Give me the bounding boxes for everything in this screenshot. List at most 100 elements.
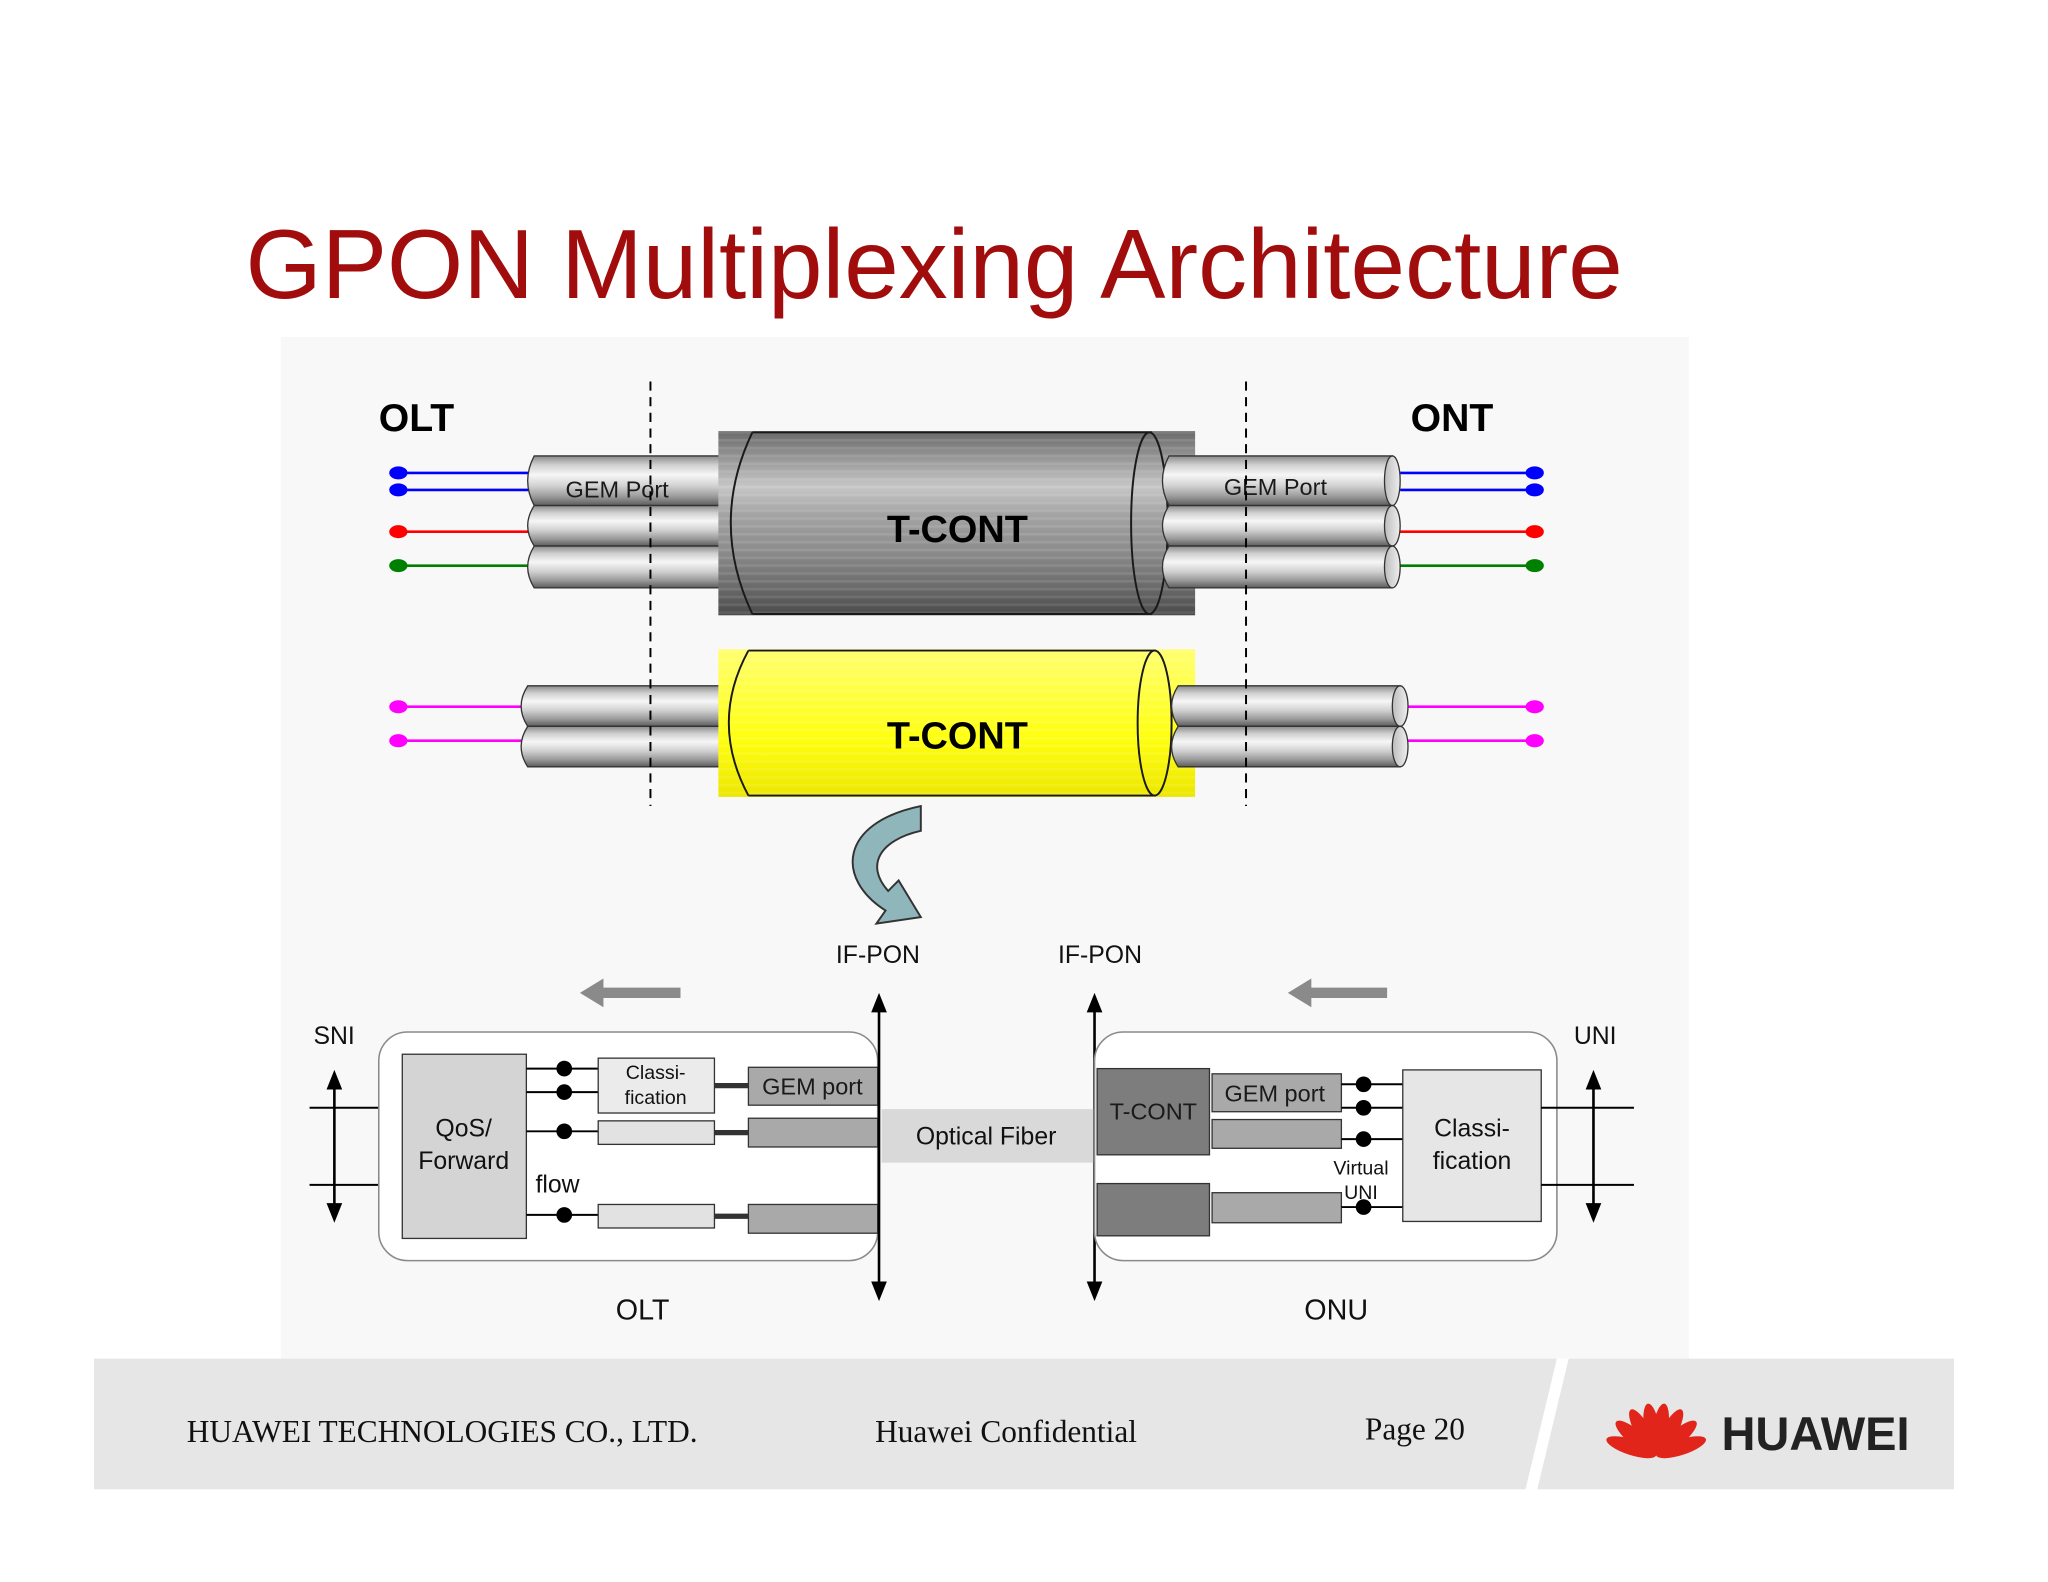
tcont-upper-stripes <box>718 431 1196 616</box>
gem-port-pipe-right-2 <box>1161 504 1393 547</box>
uni-label: UNI <box>1574 1023 1617 1050</box>
gem-port-pipe-right-3-end <box>1383 545 1401 589</box>
curved-down-arrow-icon <box>851 804 923 925</box>
if-pon-left-label: IF-PON <box>836 942 920 969</box>
qos-forward-box <box>401 1053 528 1240</box>
onu-bottom-label: ONU <box>1304 1294 1368 1326</box>
onu-tcont-label: T-CONT <box>1110 1099 1197 1125</box>
olt-flow-dot-1 <box>556 1060 573 1077</box>
fiber-connector-red-right <box>1525 525 1544 539</box>
olt-gem-port-box-2 <box>747 1117 879 1148</box>
gem-port-right-label: GEM Port <box>1224 474 1328 500</box>
gem-port-left-label: GEM Port <box>566 477 670 503</box>
footer-page-number: Page 20 <box>1365 1412 1465 1447</box>
olt-gem-port-box-3 <box>747 1203 879 1234</box>
gem-port-pipe-right-4-end <box>1391 685 1409 727</box>
virtual-uni-label-line-1: Virtual <box>1333 1157 1388 1179</box>
direction-arrow-left-icon <box>579 978 604 1008</box>
qos-forward-label-line-1: QoS/ <box>435 1116 492 1143</box>
onu-tcont-box-1 <box>1096 1067 1211 1156</box>
top-diagram: OLT ONT <box>379 381 1544 807</box>
footer: HUAWEI TECHNOLOGIES CO., LTD. Huawei Con… <box>94 1358 1954 1490</box>
onu-dot-3 <box>1355 1131 1372 1147</box>
olt-flow-dot-2 <box>556 1084 573 1100</box>
slide-title: GPON Multiplexing Architecture <box>246 209 1623 319</box>
olt-classification-label-line-1: Classi- <box>626 1062 686 1084</box>
fiber-connector-green-right <box>1525 559 1544 573</box>
fiber-connector-blue-2-left <box>389 483 408 497</box>
ont-top-label: ONT <box>1411 397 1494 440</box>
footer-band-left <box>94 1358 1557 1490</box>
if-pon-right-arrow-up-icon <box>1086 992 1103 1013</box>
sni-arrow-down-icon <box>326 1203 343 1223</box>
optical-fiber-band <box>881 1109 1094 1163</box>
huawei-logo: HUAWEI <box>1606 1403 1910 1460</box>
onu-dot-1 <box>1355 1076 1372 1093</box>
fiber-connector-blue-1-right <box>1525 466 1544 480</box>
fiber-connector-magenta-1-right <box>1525 700 1544 714</box>
virtual-uni-label-line-2: UNI <box>1344 1182 1378 1204</box>
fiber-connector-magenta-2-left <box>389 734 408 748</box>
olt-flow-dot-4 <box>556 1207 573 1223</box>
olt-flow-bar-3 <box>597 1203 716 1229</box>
if-pon-left-arrow-up-icon <box>871 992 887 1013</box>
onu-classification-box <box>1402 1069 1542 1223</box>
tcont-lower-stripes <box>718 649 1196 797</box>
huawei-logo-petal-8 <box>1656 1436 1706 1459</box>
huawei-logo-text: HUAWEI <box>1721 1407 1909 1460</box>
olt-top-label: OLT <box>379 397 454 440</box>
gem-port-pipe-right-3 <box>1161 545 1393 589</box>
onu-dot-4 <box>1355 1199 1372 1215</box>
olt-flow-label: flow <box>536 1172 580 1199</box>
gem-port-pipe-left-4 <box>520 685 727 727</box>
olt-gem-port-label: GEM port <box>762 1074 863 1100</box>
tcont-lower-left-edge <box>727 650 750 797</box>
fiber-connector-red-left <box>389 525 408 539</box>
if-pon-left-arrow-down-icon <box>871 1281 887 1302</box>
onu-gem-port-box-1 <box>1211 1073 1343 1113</box>
gem-port-pipe-right-1-end <box>1383 455 1401 507</box>
olt-classification-label-line-2: fication <box>625 1087 687 1109</box>
bottom-diagram: IF-PON IF-PON SNI UNI QoS/ Forward flow … <box>309 942 1634 1326</box>
onu-gem-port-box-3 <box>1211 1192 1343 1224</box>
olt-classification-box <box>597 1057 716 1114</box>
optical-fiber-label: Optical Fiber <box>916 1123 1057 1150</box>
if-pon-right-arrow-down-icon <box>1086 1281 1103 1302</box>
gem-port-pipe-left-2 <box>527 504 727 547</box>
direction-arrow-right-icon <box>1287 978 1312 1008</box>
tcont-upper-label: T-CONT <box>887 509 1028 551</box>
uni-arrow-down-icon <box>1585 1203 1602 1223</box>
onu-classification-label-line-1: Classi- <box>1434 1116 1510 1143</box>
footer-company: HUAWEI TECHNOLOGIES CO., LTD. <box>187 1414 698 1449</box>
footer-confidentiality: Huawei Confidential <box>875 1414 1137 1449</box>
fiber-connector-magenta-1-left <box>389 700 408 714</box>
qos-forward-label-line-2: Forward <box>418 1148 509 1175</box>
fiber-connector-blue-2-right <box>1525 483 1544 497</box>
fiber-connector-magenta-2-right <box>1525 734 1544 748</box>
onu-dot-2 <box>1355 1099 1372 1116</box>
sni-label: SNI <box>313 1023 354 1050</box>
olt-gem-port-box-1 <box>747 1066 879 1106</box>
onu-classification-label-line-2: fication <box>1433 1148 1512 1175</box>
uni-arrow-up-icon <box>1585 1069 1602 1090</box>
tcont-upper-left-edge <box>729 431 754 615</box>
fiber-connector-green-left <box>389 559 408 573</box>
gem-port-pipe-right-4 <box>1170 685 1401 727</box>
olt-bottom-label: OLT <box>616 1294 670 1326</box>
tcont-lower-right-face <box>1136 649 1173 797</box>
tcont-lower-label: T-CONT <box>887 716 1028 758</box>
gem-port-pipe-right-5-end <box>1391 725 1409 768</box>
if-pon-right-label: IF-PON <box>1058 942 1142 969</box>
onu-gem-port-box-2 <box>1211 1118 1343 1149</box>
gem-port-pipe-left-3 <box>527 545 727 589</box>
gem-port-pipe-right-2-end <box>1383 504 1401 547</box>
olt-flow-bar-2 <box>597 1120 716 1146</box>
olt-flow-dot-3 <box>556 1123 573 1140</box>
onu-gem-port-label: GEM port <box>1224 1080 1325 1106</box>
fiber-connector-blue-1-left <box>389 466 408 480</box>
onu-tcont-box-2 <box>1096 1182 1211 1237</box>
sni-arrow-up-icon <box>326 1069 343 1090</box>
gem-port-pipe-left-5 <box>520 725 727 768</box>
gem-port-pipe-right-5 <box>1170 725 1401 768</box>
